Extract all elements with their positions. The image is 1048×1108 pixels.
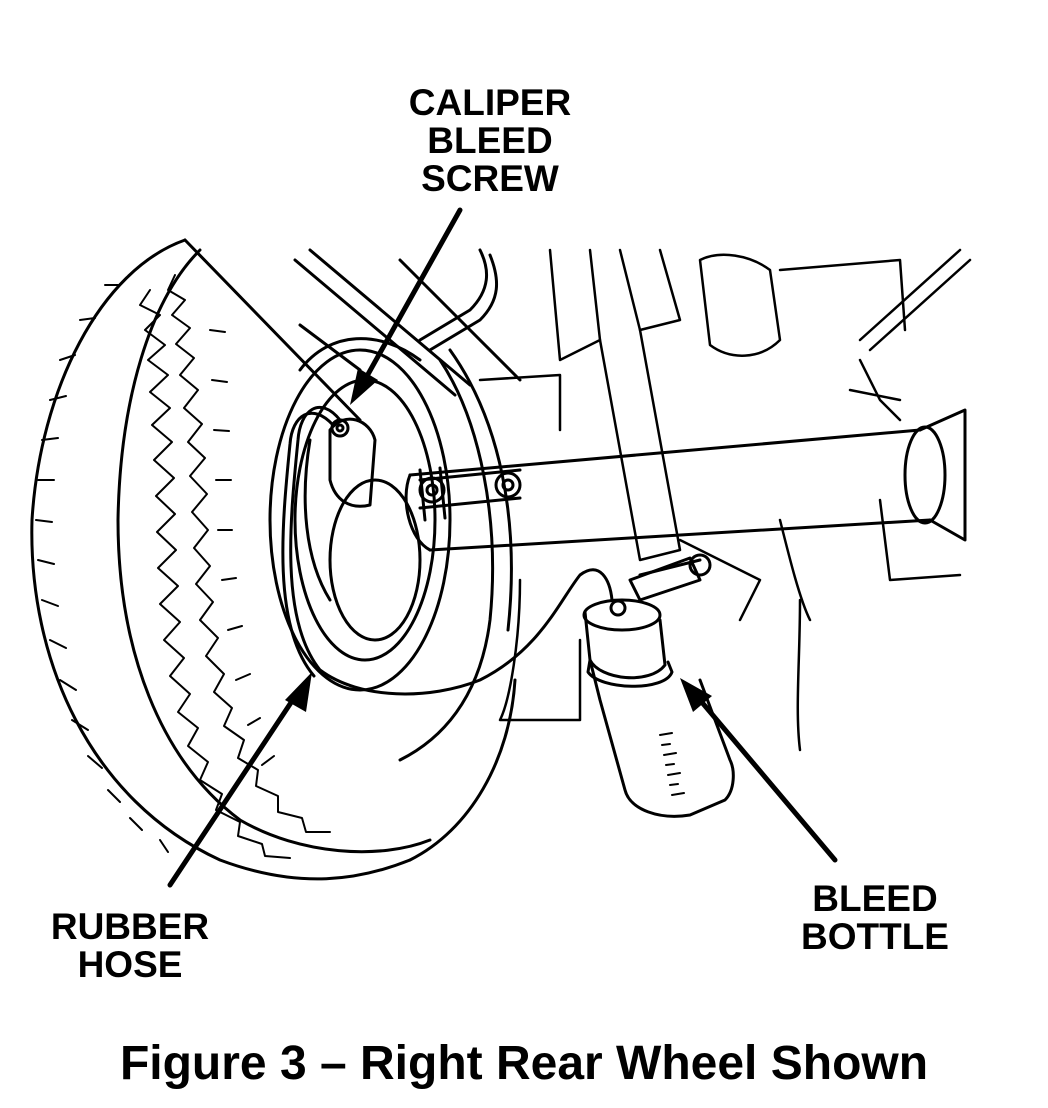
label-bleed-bottle: BLEED BOTTLE <box>801 878 949 957</box>
label-rubber-hose: RUBBER HOSE <box>50 906 210 985</box>
pointer-arrows <box>167 207 838 888</box>
frame <box>478 248 972 752</box>
caliper <box>303 417 377 602</box>
suspension <box>183 238 522 422</box>
figure-caption: Figure 3 – Right Rear Wheel Shown <box>119 1037 929 1090</box>
arrow-heads <box>285 368 712 712</box>
bleed-bottle <box>582 598 735 818</box>
label-caliper-bleed-screw: CALIPER BLEED SCREW <box>408 82 572 199</box>
axle-tube <box>404 408 967 552</box>
brake-hose <box>281 406 712 696</box>
tire <box>30 238 517 881</box>
